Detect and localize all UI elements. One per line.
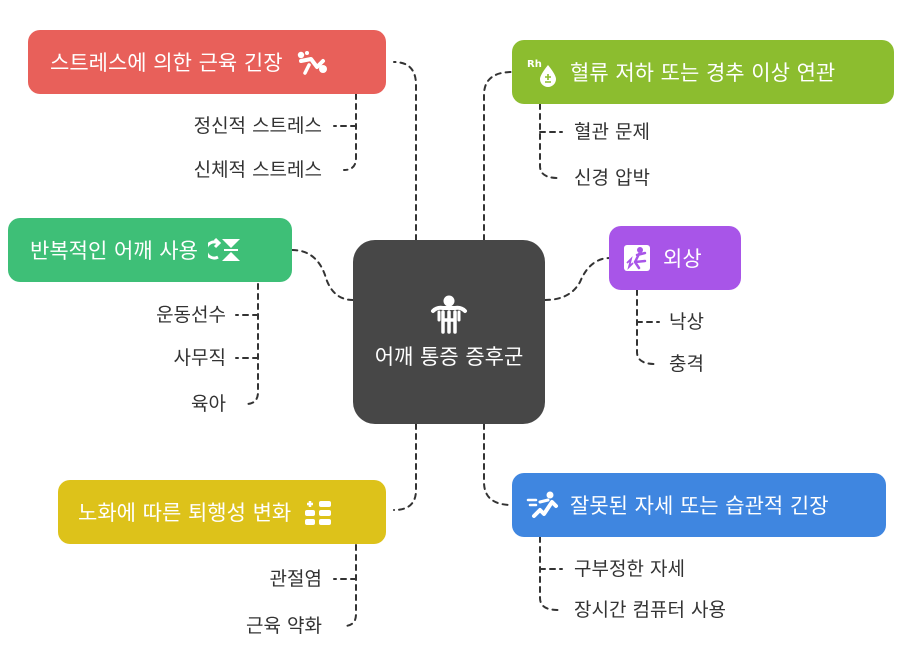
- node-trauma-label: 외상: [663, 247, 702, 271]
- leaf-stress-2: 신체적 스트레스: [193, 159, 322, 181]
- connector-posture: [483, 423, 513, 506]
- leaf-repetitive-1: 운동선수: [156, 304, 226, 326]
- stacked-blocks-icon: [305, 501, 332, 525]
- svg-text:Rh: Rh: [527, 59, 542, 70]
- node-stress[interactable]: 스트레스에 의한 근육 긴장: [28, 30, 386, 94]
- leaf-trauma-1: 낙상: [669, 311, 704, 333]
- center-node[interactable]: 어깨 통증 증후군: [353, 240, 545, 424]
- node-aging[interactable]: 노화에 따른 퇴행성 변화: [58, 480, 386, 544]
- node-posture[interactable]: 잘못된 자세 또는 습관적 긴장: [512, 473, 886, 537]
- leaf-repetitive-3: 육아: [191, 393, 226, 415]
- node-repetitive-label: 반복적인 어깨 사용: [30, 239, 198, 263]
- leaf-stress-1: 정신적 스트레스: [193, 115, 322, 137]
- leaf-blood-2: 신경 압박: [574, 167, 650, 189]
- connector-blood-items: [539, 103, 559, 179]
- node-posture-label: 잘못된 자세 또는 습관적 긴장: [570, 494, 829, 518]
- connector-trauma: [544, 257, 611, 301]
- shoulder-person-icon: [431, 295, 467, 334]
- node-stress-label: 스트레스에 의한 근육 긴장: [50, 51, 283, 75]
- leaf-posture-1: 구부정한 자세: [574, 558, 685, 580]
- leaf-trauma-2: 충격: [669, 353, 704, 375]
- connector-repetitive: [291, 249, 354, 301]
- node-blood-label: 혈류 저하 또는 경추 이상 연관: [570, 61, 836, 85]
- center-label: 어깨 통증 증후군: [374, 344, 524, 369]
- node-trauma[interactable]: 외상: [609, 226, 741, 290]
- connector-trauma-items: [636, 289, 656, 365]
- leaf-repetitive-2: 사무직: [173, 347, 226, 369]
- connector-stress-items: [343, 93, 357, 171]
- connector-aging-items: [343, 544, 357, 627]
- connector-aging: [393, 423, 417, 511]
- node-aging-label: 노화에 따른 퇴행성 변화: [78, 501, 292, 525]
- tense-person-icon: [297, 51, 327, 75]
- injury-icon: [624, 245, 650, 271]
- connector-stress: [393, 61, 417, 241]
- repeat-arrows-icon: [207, 237, 240, 261]
- connector-repetitive-items: [245, 283, 259, 405]
- leaf-blood-1: 혈관 문제: [574, 121, 650, 143]
- node-repetitive[interactable]: 반복적인 어깨 사용: [8, 218, 292, 282]
- leaf-aging-1: 관절염: [269, 568, 322, 590]
- connector-blood: [483, 71, 513, 241]
- running-figure-icon: [526, 491, 558, 518]
- connector-posture-items: [539, 536, 559, 611]
- leaf-posture-2: 장시간 컴퓨터 사용: [574, 599, 726, 621]
- leaf-aging-2: 근육 약화: [246, 615, 322, 637]
- node-blood[interactable]: Rh 혈류 저하 또는 경추 이상 연관: [512, 40, 894, 104]
- blood-drop-icon: Rh: [527, 59, 556, 87]
